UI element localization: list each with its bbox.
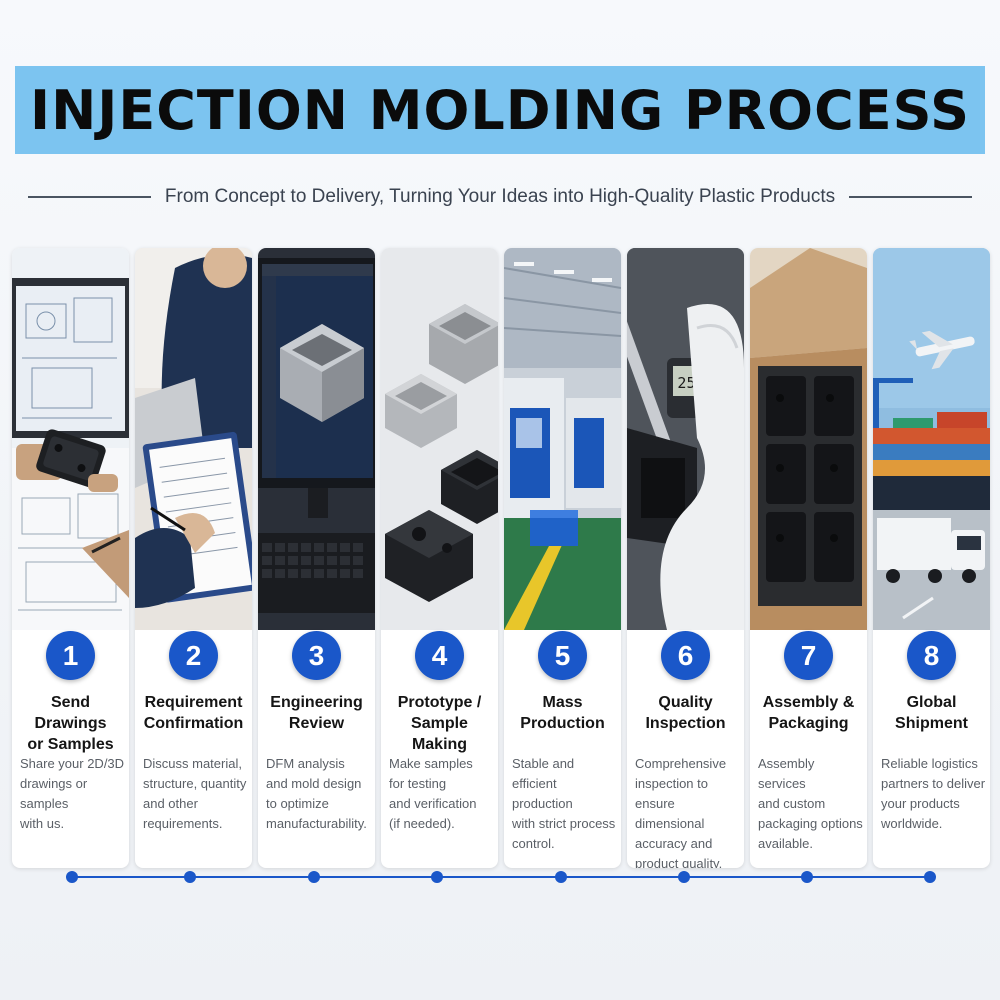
- timeline-dot: [678, 871, 690, 883]
- caliper-inspection-photo: 25.00: [627, 248, 744, 630]
- step-title: Assembly &Packaging: [762, 694, 855, 732]
- subtitle-rule-left: [28, 196, 151, 198]
- prototype-enclosures-photo: [381, 248, 498, 630]
- step-number-badge: 1: [46, 631, 95, 680]
- subtitle: From Concept to Delivery, Turning Your I…: [164, 186, 836, 207]
- timeline-dot: [431, 871, 443, 883]
- packaging-box-photo: [750, 248, 867, 630]
- step-number-badge: 3: [292, 631, 341, 680]
- step-number-badge: 2: [169, 631, 218, 680]
- step-number-badge: 7: [784, 631, 833, 680]
- subtitle-row: From Concept to Delivery, Turning Your I…: [28, 180, 973, 214]
- timeline-dot: [924, 871, 936, 883]
- timeline-dot: [66, 871, 78, 883]
- cad-monitor-photo: [258, 248, 375, 630]
- timeline-dot: [555, 871, 567, 883]
- subtitle-rule-right: [849, 196, 973, 198]
- step-number-badge: 6: [661, 631, 710, 680]
- title-banner: INJECTION MOLDING PROCESS: [15, 66, 985, 154]
- step-title: Prototype /Sample Making: [397, 694, 482, 753]
- timeline-dot: [184, 871, 196, 883]
- process-timeline: [66, 870, 936, 884]
- factory-machines-photo: [504, 248, 621, 630]
- step-number-badge: 8: [907, 631, 956, 680]
- step-number-badge: 5: [538, 631, 587, 680]
- page-title: INJECTION MOLDING PROCESS: [30, 78, 970, 142]
- clipboard-meeting-photo: [135, 248, 252, 630]
- timeline-dot: [801, 871, 813, 883]
- timeline-line: [70, 876, 932, 878]
- step-number-badge: 4: [415, 631, 464, 680]
- drawings-and-part-photo: [12, 248, 129, 630]
- ship-plane-truck-photo: [873, 248, 990, 630]
- timeline-dot: [308, 871, 320, 883]
